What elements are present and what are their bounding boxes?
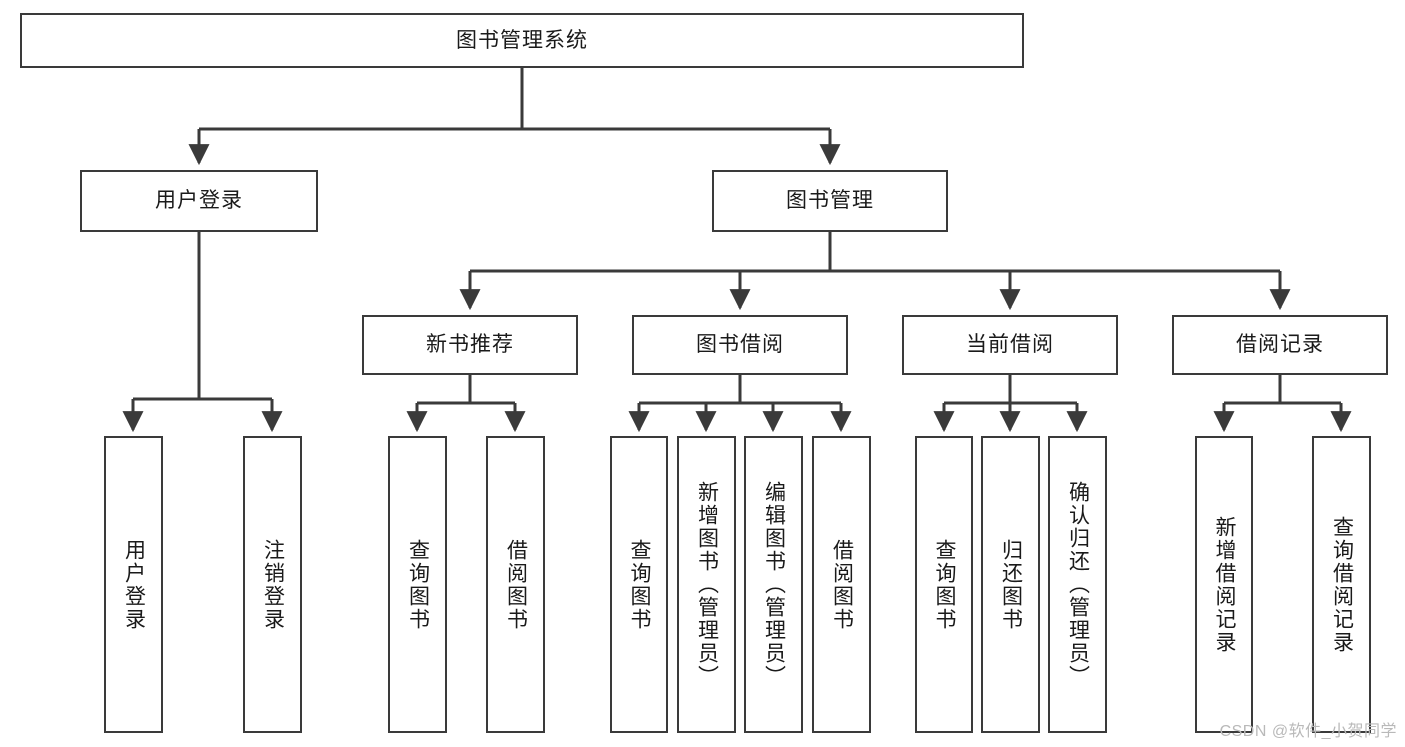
node-label: 确认归还（管理员） <box>1066 481 1090 688</box>
node-label: 新增图书（管理员） <box>695 481 719 688</box>
node-borrow-records[interactable]: 借阅记录 <box>1172 315 1388 375</box>
node-label: 注销登录 <box>261 538 285 631</box>
node-leaf-return-book[interactable]: 归还图书 <box>981 436 1040 733</box>
node-label: 借阅图书 <box>504 538 528 631</box>
node-leaf-edit-book-admin[interactable]: 编辑图书（管理员） <box>744 436 803 733</box>
node-leaf-query-book-recommend[interactable]: 查询图书 <box>388 436 447 733</box>
watermark-text: CSDN @软件_小贺同学 <box>1219 723 1397 740</box>
node-label: 图书管理系统 <box>456 28 588 52</box>
node-leaf-user-login[interactable]: 用户登录 <box>104 436 163 733</box>
node-user-login[interactable]: 用户登录 <box>80 170 318 232</box>
node-leaf-add-book-admin[interactable]: 新增图书（管理员） <box>677 436 736 733</box>
node-label: 查询图书 <box>933 538 957 631</box>
node-label: 归还图书 <box>999 538 1023 631</box>
node-label: 查询图书 <box>628 538 652 631</box>
node-label: 用户登录 <box>155 189 243 213</box>
node-label: 新增借阅记录 <box>1213 515 1237 654</box>
node-root-system[interactable]: 图书管理系统 <box>20 13 1024 68</box>
node-label: 当前借阅 <box>966 333 1054 357</box>
node-leaf-query-book-borrow[interactable]: 查询图书 <box>610 436 668 733</box>
node-label: 用户登录 <box>122 538 146 631</box>
node-leaf-query-book-current[interactable]: 查询图书 <box>915 436 973 733</box>
node-label: 借阅记录 <box>1236 333 1324 357</box>
node-leaf-lend-book[interactable]: 借阅图书 <box>812 436 871 733</box>
node-leaf-confirm-return-admin[interactable]: 确认归还（管理员） <box>1048 436 1107 733</box>
node-label: 新书推荐 <box>426 333 514 357</box>
node-leaf-borrow-book-recommend[interactable]: 借阅图书 <box>486 436 545 733</box>
node-label: 编辑图书（管理员） <box>762 481 786 688</box>
node-leaf-add-borrow-record[interactable]: 新增借阅记录 <box>1195 436 1253 733</box>
node-leaf-logout[interactable]: 注销登录 <box>243 436 302 733</box>
node-label: 查询借阅记录 <box>1330 515 1354 654</box>
node-leaf-query-borrow-record[interactable]: 查询借阅记录 <box>1312 436 1371 733</box>
node-label: 借阅图书 <box>830 538 854 631</box>
node-label: 查询图书 <box>406 538 430 631</box>
node-book-borrow[interactable]: 图书借阅 <box>632 315 848 375</box>
node-new-book-recommend[interactable]: 新书推荐 <box>362 315 578 375</box>
node-current-borrow[interactable]: 当前借阅 <box>902 315 1118 375</box>
node-label: 图书借阅 <box>696 333 784 357</box>
node-book-management[interactable]: 图书管理 <box>712 170 948 232</box>
node-label: 图书管理 <box>786 189 874 213</box>
